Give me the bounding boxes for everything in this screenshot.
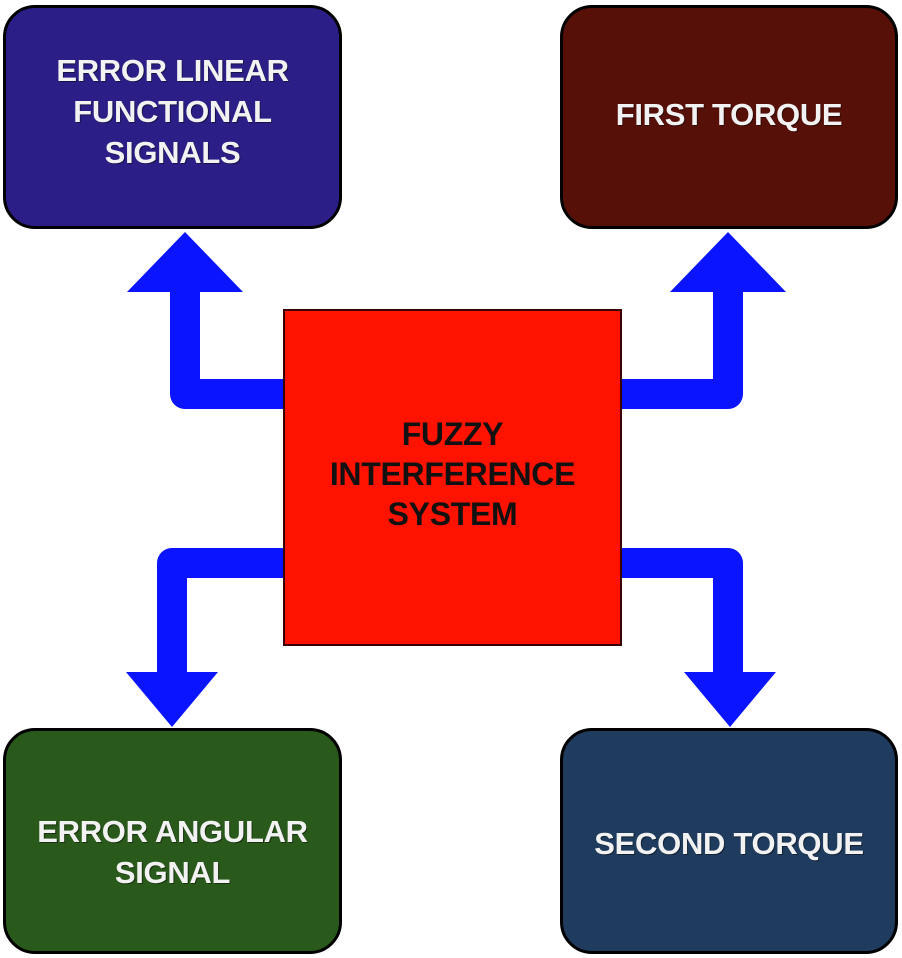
fuzzy-interference-system-label: FUZZY INTERFERENCE SYSTEM — [329, 415, 576, 532]
arrow-to-error-linear — [127, 232, 290, 409]
first-torque-label: FIRST TORQUE — [615, 96, 843, 132]
second-torque-label: SECOND TORQUE — [594, 825, 864, 861]
second-torque-box: SECOND TORQUE — [560, 728, 898, 954]
arrow-shaft-top-right — [612, 278, 743, 409]
arrow-to-first-torque — [612, 232, 786, 409]
arrow-head-top-left — [127, 232, 243, 292]
error-linear-functional-signals-box: ERROR LINEAR FUNCTIONAL SIGNALS — [3, 5, 342, 229]
arrow-to-error-angular — [126, 548, 290, 727]
error-angular-signal-box: ERROR ANGULAR SIGNAL — [3, 728, 342, 954]
first-torque-box: FIRST TORQUE — [560, 5, 898, 229]
error-linear-functional-signals-label: ERROR LINEAR FUNCTIONAL SIGNALS — [56, 52, 289, 170]
error-angular-signal-label: ERROR ANGULAR SIGNAL — [37, 814, 308, 890]
arrow-shaft-top-left — [170, 278, 290, 409]
arrow-shaft-bottom-left — [157, 548, 290, 678]
arrow-to-second-torque — [612, 548, 776, 727]
arrow-shaft-bottom-right — [612, 548, 743, 678]
arrow-head-top-right — [670, 232, 786, 292]
fuzzy-interference-system-box: FUZZY INTERFERENCE SYSTEM — [283, 309, 622, 646]
arrow-head-bottom-left — [126, 672, 218, 727]
arrow-head-bottom-right — [684, 672, 776, 727]
